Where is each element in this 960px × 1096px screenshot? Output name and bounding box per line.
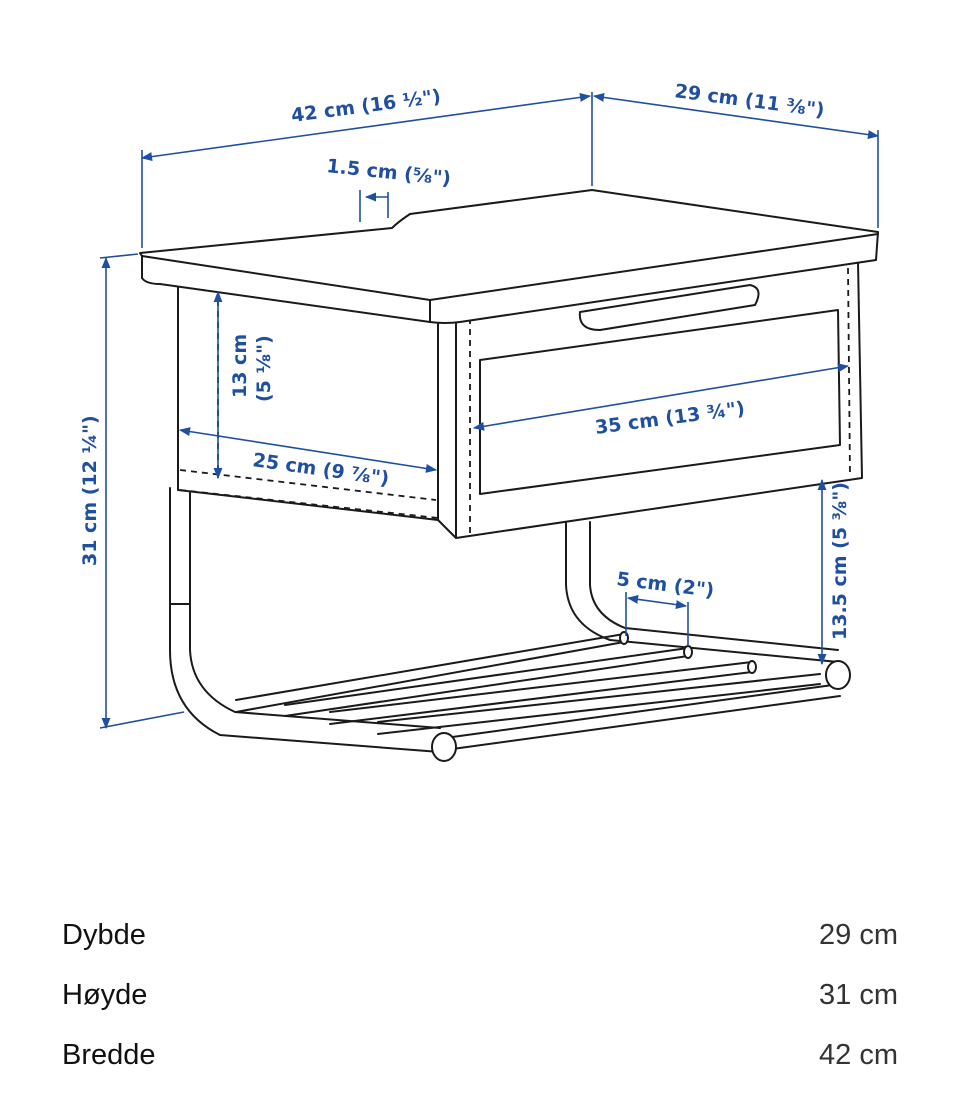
spec-label: Dybde [62,918,146,951]
spec-row-width: Bredde 42 cm [62,1025,898,1085]
nightstand-drawing [139,189,879,762]
dim-width-label: 42 cm (16 ½") [290,85,442,126]
spec-label: Bredde [62,1038,156,1071]
dimension-spec-list: Dybde 29 cm Høyde 31 cm Bredde 42 cm [62,905,898,1085]
dim-shelf-clearance-label: 13.5 cm (5 ⅜") [829,482,851,640]
spec-row-depth: Dybde 29 cm [62,905,898,965]
dim-rail-spacing-label: 5 cm (2") [615,568,715,602]
dim-top-thickness-label: 1.5 cm (⅝") [325,155,452,190]
spec-value: 31 cm [819,978,898,1011]
dim-drawer-height-label: 13 cm [229,334,251,398]
spec-value: 42 cm [819,1038,898,1071]
spec-label: Høyde [62,978,148,1011]
spec-value: 29 cm [819,918,898,951]
product-dimension-diagram: 42 cm (16 ½") 29 cm (11 ⅜") 1.5 cm (⅝") … [79,80,880,762]
dim-depth-label: 29 cm (11 ⅜") [673,80,825,121]
dim-drawer-height-inch-label: (5 ⅛") [253,335,275,402]
dim-total-height-label: 31 cm (12 ¼") [79,415,101,566]
spec-row-height: Høyde 31 cm [62,965,898,1025]
